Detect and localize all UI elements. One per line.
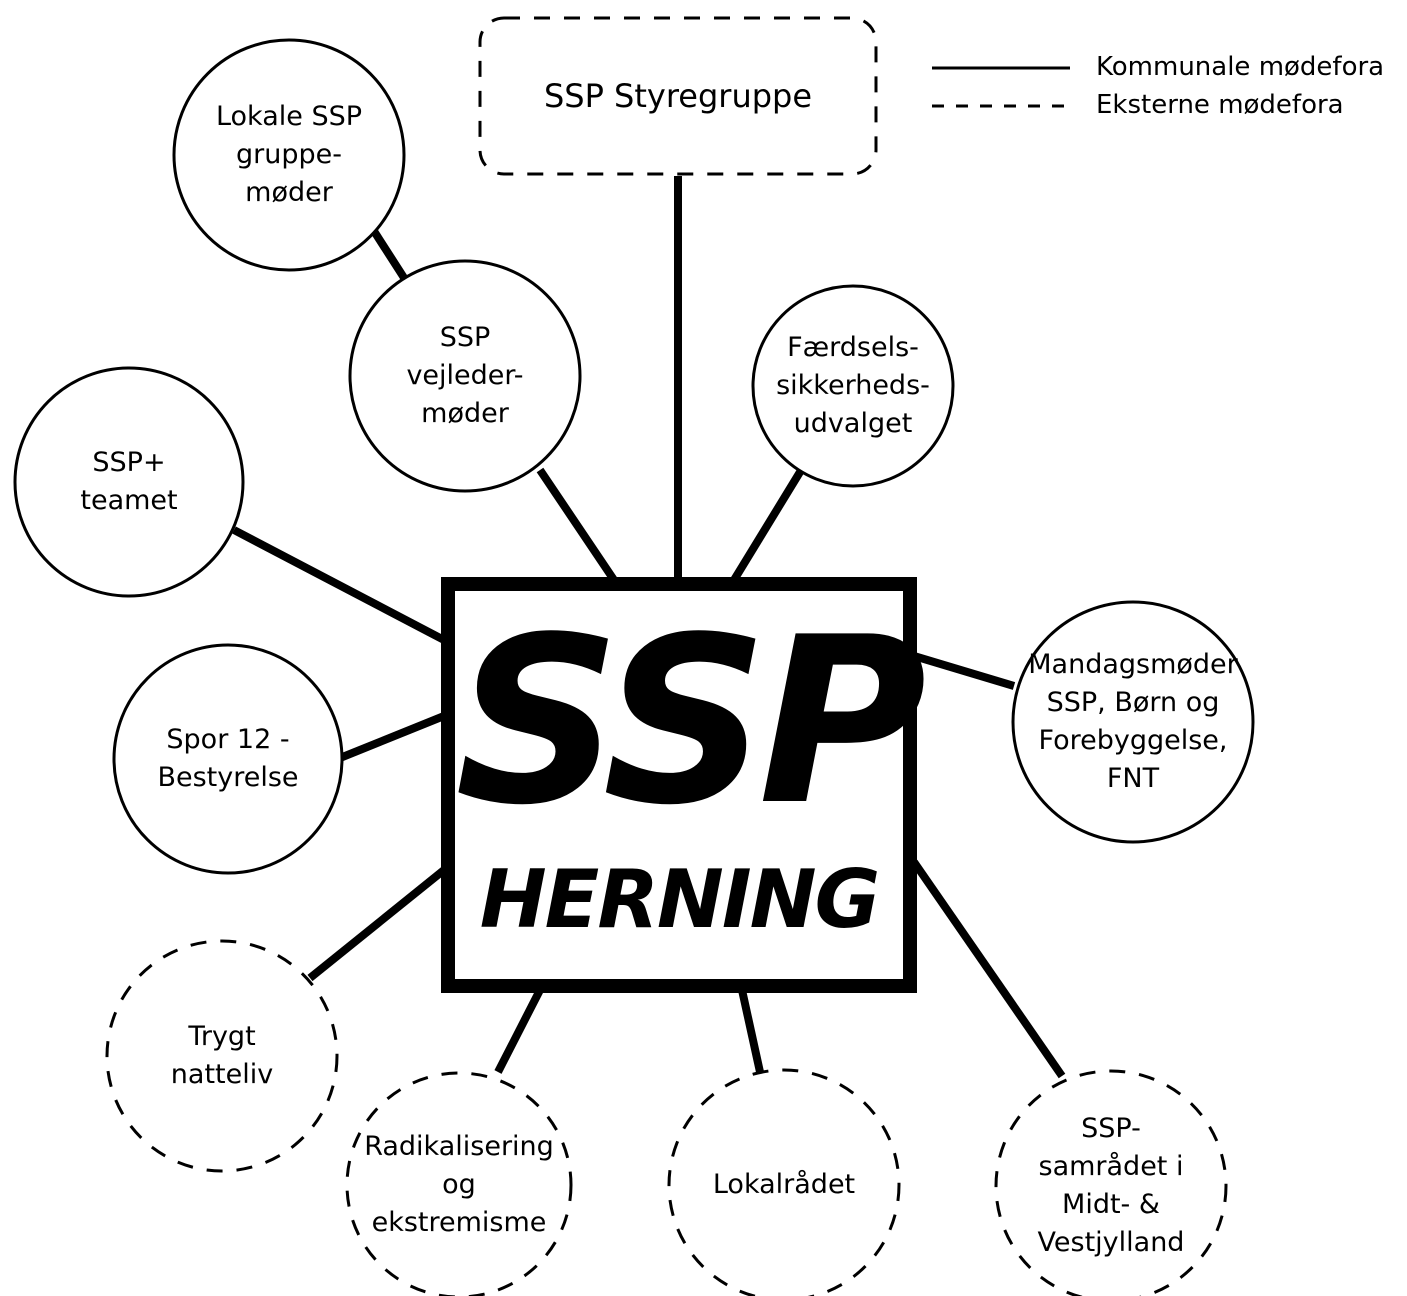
edge-spor12	[338, 712, 446, 762]
edge-faerdsel	[730, 469, 804, 583]
node-radikal-label: Radikalisering og ekstremisme	[364, 1131, 554, 1238]
node-vejleder-label: SSP vejleder- møder	[406, 322, 524, 429]
edge-trygt	[307, 866, 447, 982]
node-spor12-circle	[112, 643, 344, 875]
node-trygt-label: Trygt natteliv	[170, 1021, 274, 1090]
node-lokalraad-label: Lokalrådet	[712, 1169, 856, 1200]
logo-frame	[441, 577, 917, 993]
node-samraad-label: SSP- samrådet i Midt- & Vestjylland	[1037, 1113, 1185, 1258]
node-styregruppe-label: SSP Styregruppe	[543, 77, 813, 115]
node-styregruppe-box	[478, 16, 878, 176]
edge-ssp-plus	[232, 526, 446, 644]
legend-solid-label: Kommunale mødefora	[1096, 52, 1385, 82]
node-mandag-label: Mandagsmøder SSP, Børn og Forebyggelse, …	[1028, 649, 1238, 794]
edge-lokalraad	[738, 989, 764, 1073]
edge-mandag	[912, 652, 1016, 690]
node-trygt-circle	[105, 939, 339, 1173]
node-samraad-circle	[994, 1069, 1228, 1296]
node-ssp-plus-label: SSP+ teamet	[80, 447, 178, 516]
edge-lokale-vejleder	[368, 225, 412, 287]
node-lokale-ssp-circle	[172, 38, 406, 272]
node-spor12-label: Spor 12 - Bestyrelse	[157, 724, 299, 793]
logo-ssp-text: SSP	[455, 589, 927, 856]
node-vejleder-circle	[348, 259, 582, 493]
node-mandag-circle	[1011, 600, 1255, 844]
node-radikal-circle	[345, 1071, 573, 1296]
edge-samraad	[910, 859, 1066, 1079]
node-ssp-plus-circle	[13, 366, 245, 598]
node-faerdsel-label: Færdsels- sikkerheds- udvalget	[776, 332, 930, 439]
edge-vejleder	[536, 467, 618, 583]
node-lokale-ssp-label: Lokale SSP gruppe- møder	[215, 101, 363, 208]
node-faerdsel-circle	[751, 284, 955, 488]
edge-radikal	[494, 988, 544, 1074]
node-lokalraad-circle	[667, 1068, 901, 1296]
logo-herning-text: HERNING	[479, 853, 881, 946]
legend-dashed-label: Eksterne mødefora	[1096, 90, 1344, 120]
